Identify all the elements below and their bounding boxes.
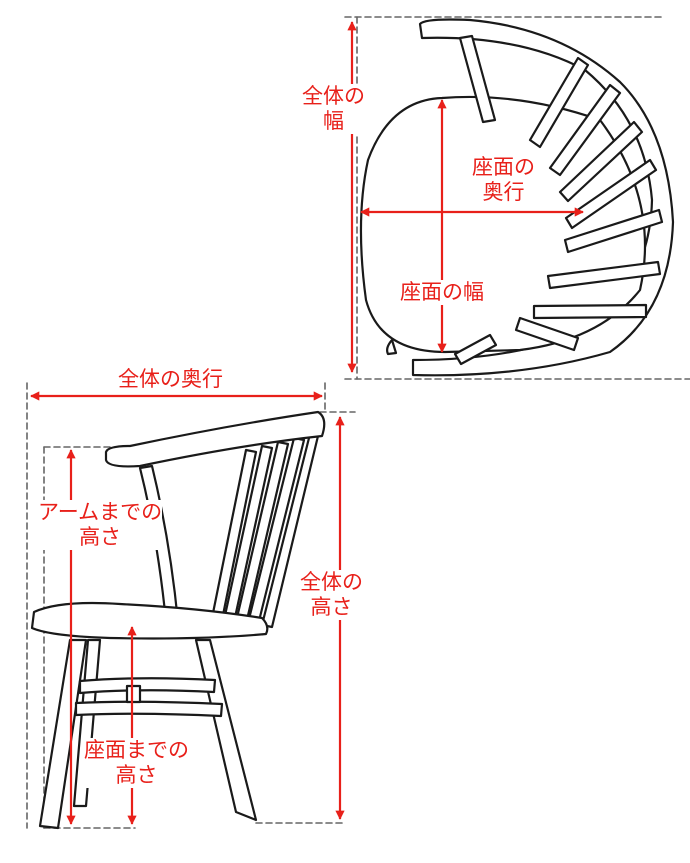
backrest-spindles <box>453 34 664 366</box>
overall-height-label-line2: 高さ <box>310 595 353 619</box>
seat-side <box>30 601 269 640</box>
chair-side-view <box>26 382 356 830</box>
stretcher-knob <box>125 684 142 704</box>
backrest-curve <box>411 18 675 377</box>
overall-width-label-line2: 幅 <box>323 109 344 133</box>
seat-depth-label-line1: 座面の <box>472 155 535 179</box>
seat-width-label: 座面の幅 <box>400 280 484 305</box>
arm-rail <box>104 410 326 468</box>
seat-height-label-line1: 座面までの <box>84 738 189 762</box>
seat-height-label: 座面までの 高さ <box>84 738 189 788</box>
seat-depth-label: 座面の 奥行 <box>472 155 535 205</box>
seat-height-label-line2: 高さ <box>115 763 158 787</box>
overall-height-label-line1: 全体の <box>300 570 363 594</box>
back-spindles <box>210 432 320 629</box>
overall-depth-label-line1: 全体の奥行 <box>118 367 223 391</box>
arm-height-label-line1: アームまでの <box>38 500 163 524</box>
stretcher-upper <box>78 677 217 695</box>
overall-width-label: 全体の 幅 <box>302 84 365 134</box>
stretcher-lower <box>74 700 224 718</box>
seat-width-label-line1: 座面の幅 <box>400 280 484 304</box>
rear-leg <box>194 638 258 822</box>
overall-depth-label: 全体の奥行 <box>118 367 223 392</box>
overall-height-label: 全体の 高さ <box>300 570 363 620</box>
arm-height-label-line2: 高さ <box>79 525 122 549</box>
front-leg-peek <box>386 338 398 356</box>
top-view-guides <box>344 16 690 380</box>
seat-depth-label-line2: 奥行 <box>482 180 525 204</box>
top-view-dimensions <box>347 21 584 373</box>
arm-height-label: アームまでの 高さ <box>38 500 163 550</box>
overall-width-label-line1: 全体の <box>302 84 365 108</box>
